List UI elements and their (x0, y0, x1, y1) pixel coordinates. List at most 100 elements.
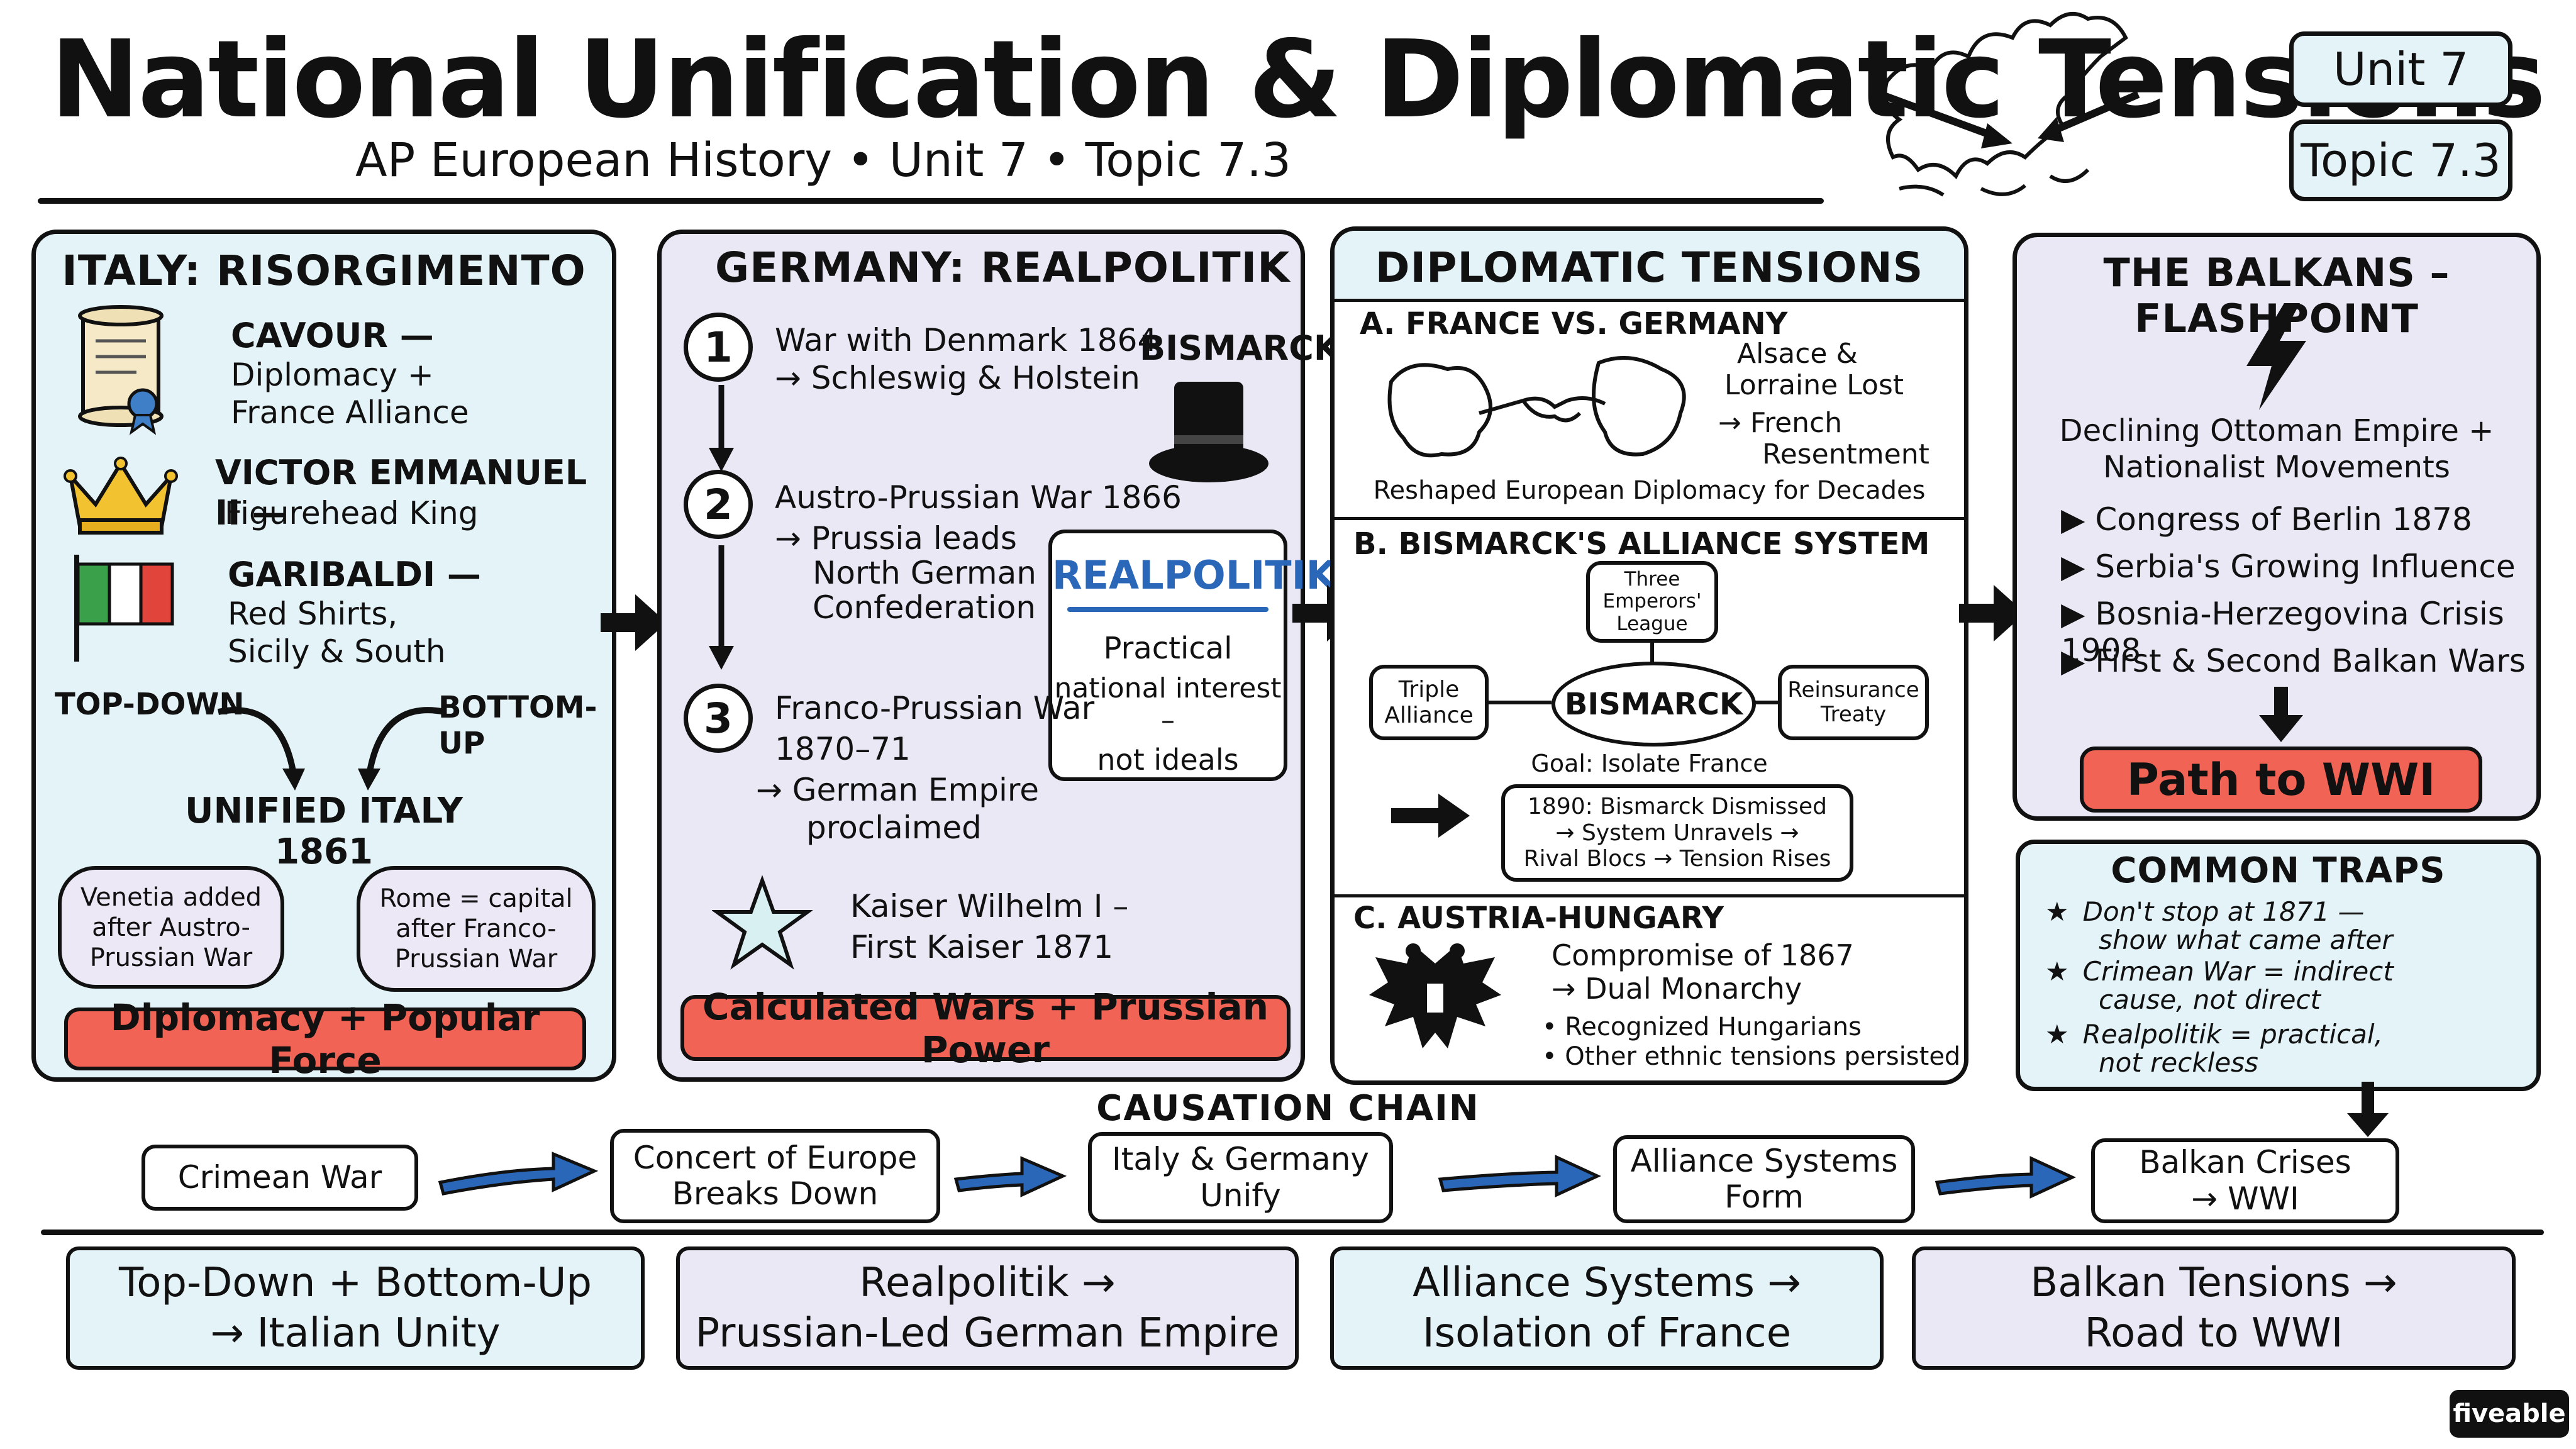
topic-badge-label: Topic 7.3 (2301, 134, 2501, 187)
dismissal-arrow (1391, 794, 1470, 838)
section-a-line2: Lorraine Lost (1724, 369, 1904, 401)
flow-arrow-3 (1959, 585, 2025, 641)
venetia-line1: Venetia added (80, 882, 262, 912)
summary-4-line1: Balkan Tensions → (2030, 1260, 2397, 1306)
dismiss-line1: 1890: Bismarck Dismissed (1528, 794, 1827, 820)
rome-line2: after Franco- (396, 914, 557, 943)
trap-3-line1: Realpolitik = practical, (2082, 1019, 2383, 1050)
section-a-line3: → French (1718, 407, 1843, 439)
cavour-name: CAVOUR — (231, 316, 434, 355)
section-a-line4: Resentment (1762, 438, 1929, 470)
topic-badge: Topic 7.3 (2289, 119, 2512, 201)
step-2-circle: 2 (684, 470, 753, 539)
common-traps-panel: COMMON TRAPS ★Don't stop at 1871 — show … (2016, 840, 2541, 1091)
garibaldi-line1: Red Shirts, (228, 596, 398, 632)
section-c-line2: → Dual Monarchy (1552, 972, 1802, 1006)
trap-star-icon: ★ (2045, 1019, 2069, 1050)
kaiser-line1: Kaiser Wilhelm I – (850, 888, 1129, 924)
fiveable-logo-text: fiveable (2453, 1399, 2566, 1428)
dismiss-line3: Rival Blocs → Tension Rises (1523, 846, 1831, 872)
summary-1-line2: → Italian Unity (210, 1310, 501, 1357)
cavour-line1: Diplomacy + (231, 357, 434, 393)
trap-1-cont: show what came after (2099, 924, 2393, 955)
chain-node-3-line1: Italy & Germany (1111, 1141, 1370, 1177)
section-divider-top (1335, 299, 1964, 302)
germany-footer-label: Calculated Wars + Prussian Power (702, 985, 1269, 1071)
victor-line1: Figurehead King (225, 495, 479, 531)
germany-footer-bar: Calculated Wars + Prussian Power (680, 985, 1291, 1071)
realpolitik-title: REALPOLITIK (1052, 552, 1336, 598)
chain-node-5-line1: Balkan Crises (2139, 1144, 2351, 1180)
balkans-footer-label: Path to WWI (2126, 753, 2436, 806)
summary-alliances: Alliance Systems → Isolation of France (1330, 1246, 1884, 1370)
summary-3-line2: Isolation of France (1422, 1310, 1792, 1357)
balkans-item-3: ▶ Bosnia-Herzegovina Crisis 1908 (2061, 596, 2504, 669)
step-2-line4: Confederation (813, 589, 1036, 626)
diplomacy-title-band (1335, 231, 1964, 300)
realpolitik-underline (1067, 607, 1269, 612)
summary-rule (41, 1230, 2544, 1235)
step-3-number: 3 (704, 694, 733, 743)
garibaldi-line2: Sicily & South (228, 633, 446, 670)
flow-arrow-1 (601, 594, 667, 651)
page-title: National Unification & Diplomatic Tensio… (50, 18, 2546, 142)
section-b-title: B. BISMARCK'S ALLIANCE SYSTEM (1353, 526, 1930, 562)
step-1-line2: → Schleswig & Holstein (775, 360, 1140, 396)
trap-2-line1: Crimean War = indirect (2082, 956, 2394, 987)
fiveable-logo: fiveable (2450, 1390, 2569, 1438)
trap-3: ★ Realpolitik = practical, (2045, 1019, 2383, 1050)
section-a-line1: Alsace & (1737, 338, 1858, 370)
section-c-bullet2: • Other ethnic tensions persisted (1542, 1042, 1961, 1071)
triple-line1: Triple (1398, 676, 1460, 702)
step-arrow-1 (709, 385, 734, 472)
causation-chain-title: CAUSATION CHAIN (1096, 1088, 1480, 1129)
step-3-line4: proclaimed (806, 809, 982, 846)
trap-2-cont: cause, not direct (2099, 984, 2321, 1015)
step-2-line1: Austro-Prussian War 1866 (775, 479, 1182, 516)
realpolitik-line3: not ideals (1097, 743, 1239, 777)
italian-flag-icon (74, 555, 174, 662)
page-subtitle: AP European History • Unit 7 • Topic 7.3 (355, 133, 1291, 187)
top-hat-icon (1149, 382, 1269, 482)
step-3-line2: 1870–71 (775, 731, 911, 767)
goal-label: Goal: Isolate France (1531, 750, 1768, 777)
venetia-line2: after Austro- (92, 913, 250, 942)
step-2-line2: → Prussia leads (775, 520, 1017, 557)
europe-map-icon (1879, 12, 2140, 197)
unified-italy-year: 1861 (275, 831, 373, 872)
bismarck-center-node: BISMARCK (1552, 662, 1756, 747)
germany-panel: GERMANY: REALPOLITIK 1 War with Denmark … (657, 230, 1340, 1082)
bismarck-dismissed-box: 1890: Bismarck Dismissed→ System Unravel… (1501, 784, 1853, 882)
bottom-up-label: BOTTOM-UP (438, 690, 597, 761)
balkans-intro-line1: Declining Ottoman Empire + (2059, 413, 2494, 448)
chain-node-2-line2: Breaks Down (672, 1175, 879, 1212)
converging-arrows (218, 707, 445, 791)
step-2-number: 2 (704, 480, 733, 529)
step-1-number: 1 (704, 323, 733, 372)
balkans-item-4: ▶ First & Second Balkan Wars (2061, 643, 2526, 679)
summary-germany: Realpolitik → Prussian-Led German Empire (676, 1246, 1299, 1370)
three-line1: Three (1624, 567, 1680, 591)
reins-line1: Reinsurance (1787, 677, 1919, 702)
bismarck-label: BISMARCK (1140, 328, 1340, 368)
traps-title: COMMON TRAPS (2111, 850, 2446, 891)
crown-icon (64, 457, 178, 535)
trap-1: ★Don't stop at 1871 — (2045, 897, 2365, 926)
chain-node-4-line2: Form (1724, 1179, 1804, 1215)
step-1-line1: War with Denmark 1864 (775, 322, 1158, 358)
summary-italy: Top-Down + Bottom-Up → Italian Unity (66, 1246, 645, 1370)
summary-balkans: Balkan Tensions → Road to WWI (1912, 1246, 2516, 1370)
italy-title: ITALY: RISORGIMENTO (62, 247, 586, 295)
section-a-caption: Reshaped European Diplomacy for Decades (1373, 476, 1926, 505)
realpolitik-card: REALPOLITIK Practical national interest … (1048, 530, 1336, 781)
diplomacy-panel: DIPLOMATIC TENSIONS A. FRANCE VS. GERMAN… (1330, 226, 1968, 1085)
summary-4-line2: Road to WWI (2084, 1310, 2343, 1357)
chain-node-4-line1: Alliance Systems (1630, 1142, 1898, 1179)
